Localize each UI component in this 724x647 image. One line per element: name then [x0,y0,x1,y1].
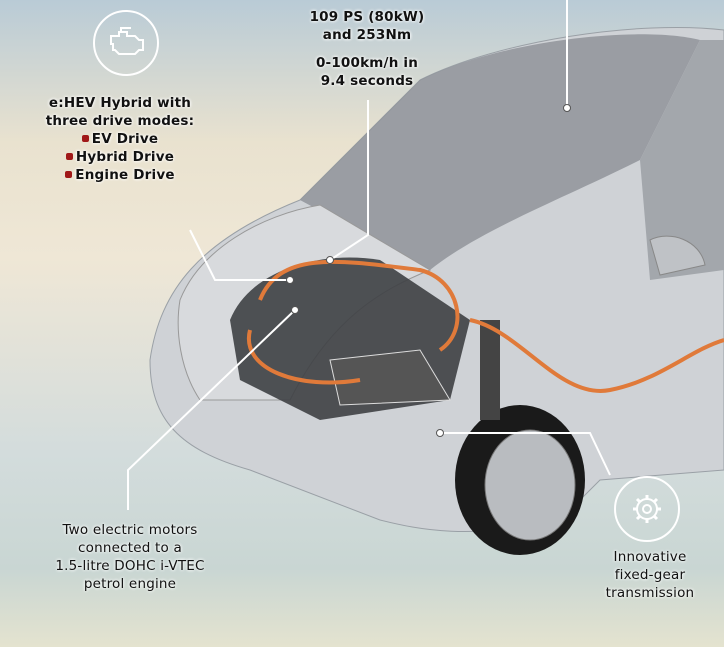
engine-callout-title-2: three drive modes: [45,113,195,129]
drive-mode-label: Hybrid Drive [75,149,175,165]
side-mirror [649,235,706,276]
accel-line-2: 9.4 seconds [320,73,414,89]
bullet-icon [81,135,89,142]
side-window [640,40,724,280]
wheel-hub [484,429,576,541]
callout-lines [127,0,611,510]
headlight [329,349,451,406]
accel-line-1: 0-100km/h in [315,55,419,71]
windshield [300,34,700,270]
engine-icon [93,10,159,76]
drive-mode-label: Engine Drive [75,167,175,183]
gear-icon [614,476,680,542]
performance-callout: 109 PS (80kW) and 253Nm 0-100km/h in 9.4… [292,8,442,90]
drive-mode-ev: EV Drive [30,130,210,148]
transmission-line: Innovative [613,549,687,565]
motors-callout: Two electric motors connected to a 1.5-l… [30,521,230,593]
engine-callout-title-1: e:HEV Hybrid with [48,95,192,111]
suspension [480,320,500,420]
motors-line: petrol engine [83,576,177,592]
power-line-1: 109 PS (80kW) [309,9,425,25]
bullet-icon [65,171,73,178]
transmission-line: fixed-gear [614,567,686,583]
transmission-callout: Innovative fixed-gear transmission [590,548,710,602]
drive-mode-label: EV Drive [91,131,159,147]
motors-line: Two electric motors [62,522,198,538]
transmission-line: transmission [605,585,695,601]
motors-line: 1.5-litre DOHC i-VTEC [55,558,205,574]
power-line-2: and 253Nm [322,27,412,43]
hybrid-cable [246,259,724,393]
drive-mode-hybrid: Hybrid Drive [30,148,210,166]
bullet-icon [65,153,73,160]
motors-line: connected to a [78,540,182,556]
engine-callout: e:HEV Hybrid with three drive modes: EV … [30,94,210,184]
drive-mode-engine: Engine Drive [30,166,210,184]
